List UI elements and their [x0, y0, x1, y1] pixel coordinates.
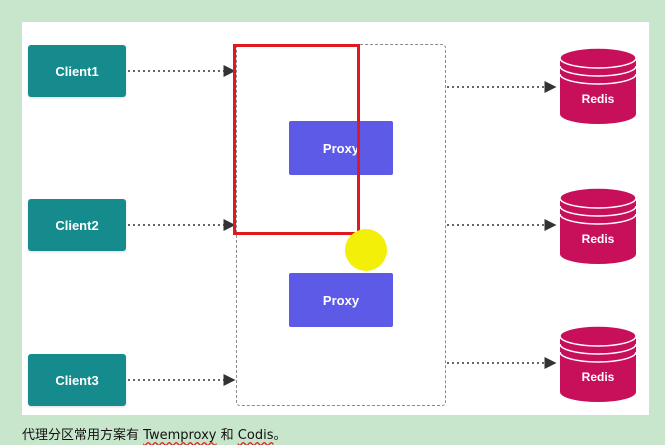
proxy2-node: Proxy	[289, 273, 393, 327]
proxy1-node: Proxy	[289, 121, 393, 175]
redis1-node: Redis	[558, 46, 638, 126]
caption-joiner: 和	[220, 428, 234, 443]
redis2-label: Redis	[581, 232, 615, 246]
caption-prefix: 代理分区常用方案有	[22, 428, 140, 443]
redis3-cylinder-icon	[559, 325, 637, 402]
caption-suffix: 。	[273, 428, 287, 443]
client3-node: Client3	[28, 354, 126, 406]
redis1-cylinder-icon	[559, 47, 637, 124]
caption: 代理分区常用方案有 Twemproxy 和 Codis。	[22, 424, 286, 443]
redis3-label: Redis	[581, 370, 615, 384]
redis3-node: Redis	[558, 324, 638, 404]
caption-term-twemproxy: Twemproxy	[143, 428, 217, 443]
redis1-label: Redis	[581, 92, 615, 106]
client1-node: Client1	[28, 45, 126, 97]
highlight-box	[233, 44, 360, 235]
client2-node: Client2	[28, 199, 126, 251]
redis2-node: Redis	[558, 186, 638, 266]
redis2-cylinder-icon	[559, 187, 637, 264]
caption-term-codis: Codis	[237, 428, 274, 443]
cursor-highlight	[345, 229, 387, 271]
